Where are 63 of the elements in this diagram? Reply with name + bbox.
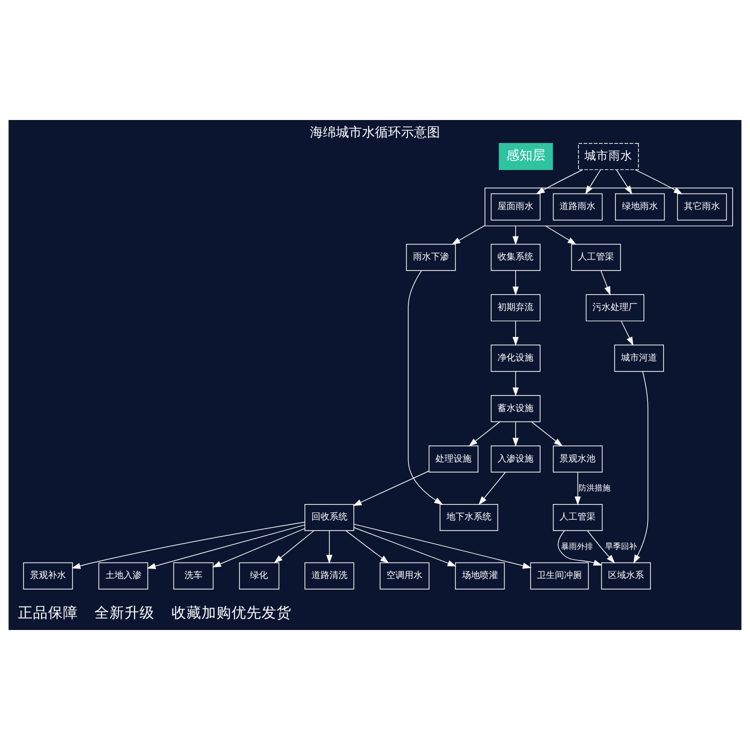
arrow xyxy=(585,170,601,194)
arrow xyxy=(574,472,581,506)
arrow xyxy=(478,472,506,505)
arrow xyxy=(558,530,602,566)
arrow xyxy=(616,170,632,194)
arrow xyxy=(634,169,683,194)
arrow xyxy=(587,530,615,564)
node-box: 其它雨水 xyxy=(677,193,727,220)
arrow xyxy=(633,371,648,564)
node-box: 屋面雨水 xyxy=(490,193,540,220)
arrow xyxy=(146,524,305,570)
node-box: 城市河道 xyxy=(614,344,664,372)
arrow xyxy=(545,226,577,245)
node-box: 雨水下渗 xyxy=(406,244,456,271)
node-box: 回收系统 xyxy=(304,504,354,531)
node-box: 绿地雨水 xyxy=(615,193,665,220)
node-box: 初期弃流 xyxy=(490,294,540,322)
node-box: 城市雨水 xyxy=(578,143,639,170)
node-box: 人工管渠 xyxy=(552,504,603,531)
arrow xyxy=(512,422,519,447)
node-box: 洗车 xyxy=(173,562,214,590)
label: 正品保障 xyxy=(18,604,78,622)
arrow xyxy=(354,524,532,569)
node-box: 收集系统 xyxy=(490,244,540,271)
arrow xyxy=(452,225,486,245)
arrow xyxy=(512,371,519,396)
arrow xyxy=(512,270,519,296)
node-box: 污水处理厂 xyxy=(586,294,644,322)
node-box: 景观水池 xyxy=(552,446,603,473)
arrow xyxy=(512,320,519,346)
node-box: 区域水系 xyxy=(601,562,651,590)
node-box: 处理设施 xyxy=(428,446,478,473)
node-box: 空调用水 xyxy=(380,562,430,590)
arrow xyxy=(212,528,306,568)
label: 全新升级 xyxy=(94,604,155,622)
arrow xyxy=(354,527,456,566)
arrow xyxy=(72,522,306,569)
node-box: 蓄水设施 xyxy=(490,395,540,422)
node-box: 景观补水 xyxy=(23,562,73,590)
node-box: 入渗设施 xyxy=(490,446,540,473)
arrow xyxy=(512,226,519,245)
arrow xyxy=(326,530,332,564)
arrow xyxy=(274,530,314,564)
node-box: 场地喷灌 xyxy=(455,562,505,590)
label: 收藏加购优先发货 xyxy=(171,604,292,622)
node-box: 地下水系统 xyxy=(440,504,498,531)
node-box: 感知层 xyxy=(498,143,553,170)
arrow xyxy=(408,270,444,505)
arrow xyxy=(468,422,500,446)
arrow xyxy=(352,470,430,506)
arrow xyxy=(620,320,634,346)
node-box: 人工管渠 xyxy=(571,244,621,271)
arrow xyxy=(600,270,610,296)
node-box: 道路清洗 xyxy=(304,562,354,590)
node-box: 道路雨水 xyxy=(552,193,603,220)
arrow xyxy=(536,169,583,194)
node-box: 绿化 xyxy=(239,562,280,590)
arrow xyxy=(345,530,389,564)
node-box: 卫生间冲厕 xyxy=(530,562,589,590)
diagram-title: 海绵城市水循环示意图 xyxy=(310,125,440,140)
node-box: 土地入渗 xyxy=(98,562,148,590)
arrow xyxy=(531,422,563,446)
node-box: 净化设施 xyxy=(490,344,540,372)
